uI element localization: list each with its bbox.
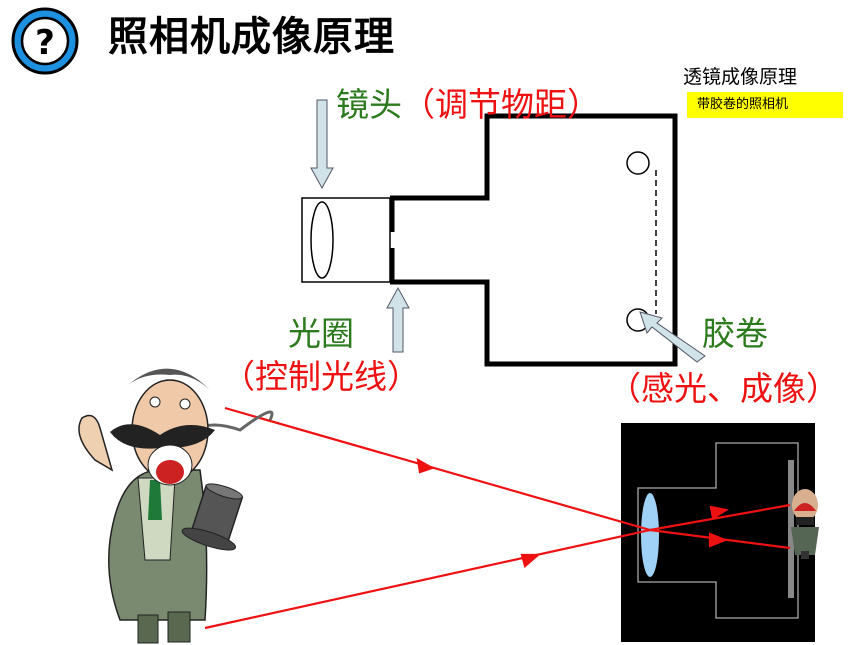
aperture-pointer-arrow (386, 286, 410, 353)
lens-element (310, 201, 334, 279)
camera-illustration (621, 423, 819, 642)
lens-pointer-arrow (310, 99, 334, 190)
aperture-name: 光圈 (288, 314, 354, 353)
camera-body (301, 113, 678, 367)
lens-label: 镜头（调节物距） (336, 88, 600, 121)
cartoon-man-illustration (78, 368, 274, 644)
film-name: 胶卷 (702, 314, 768, 353)
side-panel-badge[interactable]: 带胶卷的照相机 (687, 92, 843, 118)
film-pointer-arrow (639, 311, 706, 363)
inverted-image (791, 489, 819, 559)
page-title: 照相机成像原理 (108, 14, 395, 60)
film-note: （感光、成像） (608, 369, 839, 408)
aperture-note: （控制光线） (222, 357, 420, 396)
svg-text:?: ? (35, 23, 55, 63)
side-panel-title: 透镜成像原理 (683, 66, 798, 88)
light-rays (204, 406, 791, 630)
lens-name: 镜头 (336, 85, 402, 124)
film-element (626, 151, 657, 332)
question-mark-icon: ? (11, 7, 79, 75)
lens-note: （调节物距） (402, 85, 600, 124)
